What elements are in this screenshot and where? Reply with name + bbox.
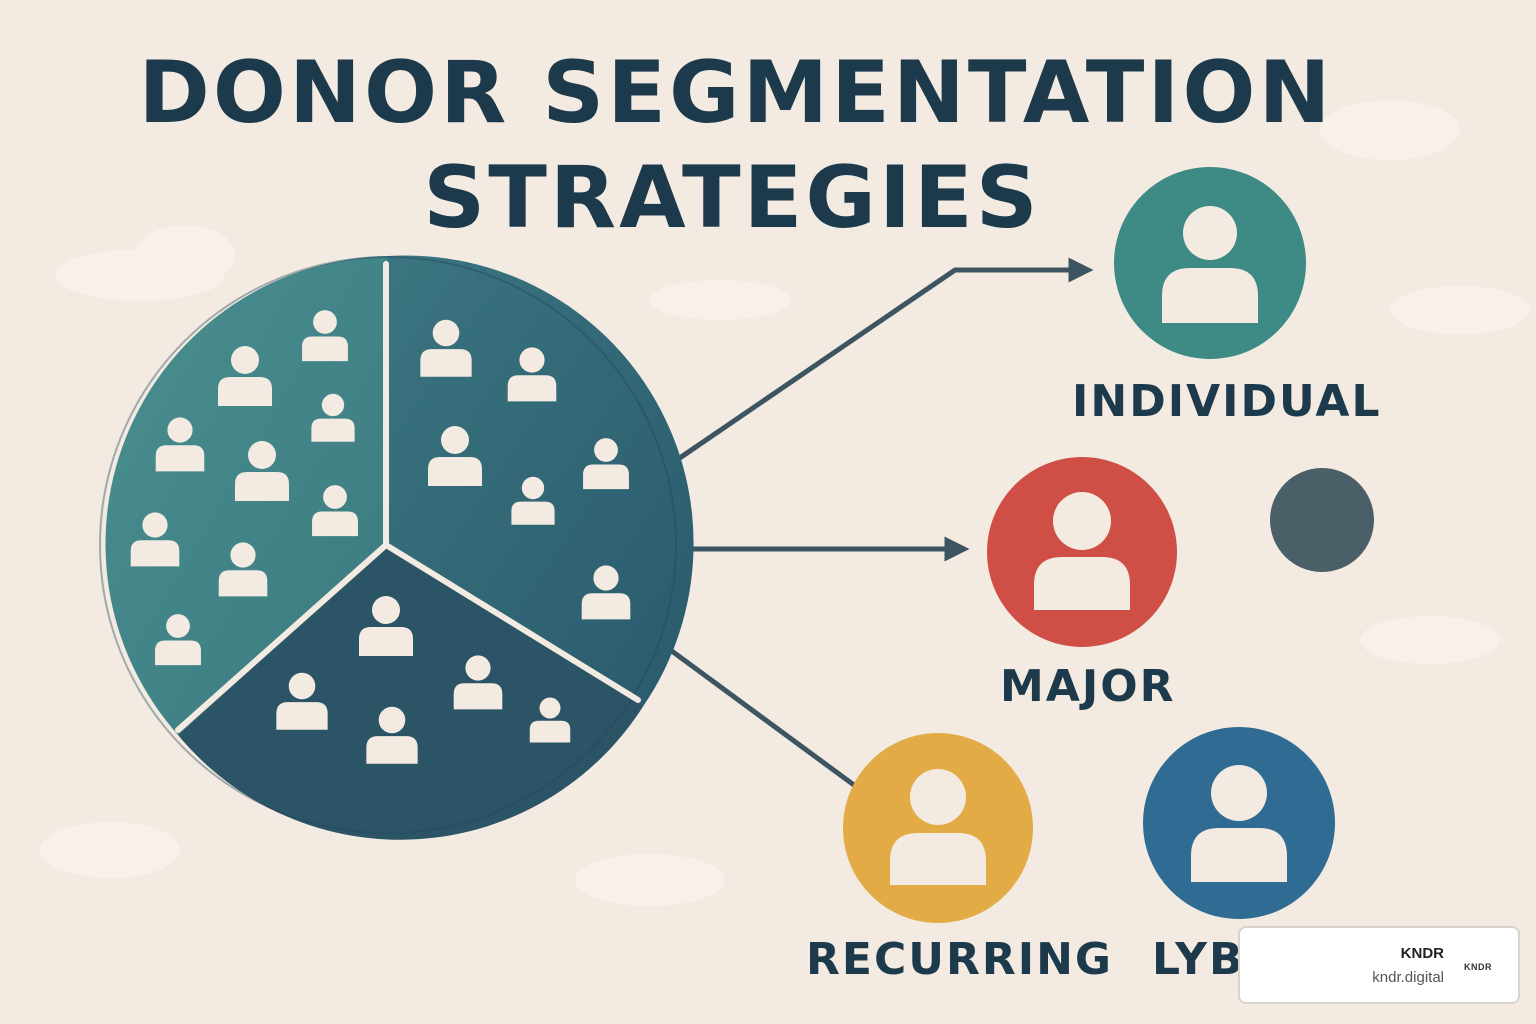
- label-individual: INDIVIDUAL: [1072, 376, 1382, 427]
- arrow-to-recurring: [663, 643, 860, 791]
- person-icon: [1034, 492, 1130, 610]
- segment-individual: [1114, 167, 1306, 359]
- pie-person-icon: [359, 596, 413, 656]
- person-icon: [1162, 206, 1258, 323]
- pie-person-icon: [155, 614, 201, 666]
- pie-slice-bottom: [178, 545, 644, 840]
- title-line-1: DONOR SEGMENTATION: [138, 43, 1334, 143]
- pie-person-icon: [428, 426, 482, 486]
- pie-person-icon: [276, 672, 328, 730]
- segmentation-pie: [99, 255, 694, 840]
- pie-person-icon: [507, 347, 557, 402]
- pie-people: [130, 310, 631, 764]
- segment-lybunt: [1143, 727, 1335, 919]
- lybunt-circle: [1143, 727, 1335, 919]
- badge-url[interactable]: kndr.digital: [1372, 969, 1444, 986]
- pie-person-icon: [218, 542, 268, 597]
- background-clouds: [40, 100, 1530, 906]
- pie-person-icon: [235, 441, 289, 501]
- pie-person-icon: [511, 476, 555, 525]
- pie-dividers: [175, 261, 641, 733]
- person-icon: [890, 769, 986, 885]
- connector-arrows: [663, 257, 1094, 791]
- pie-person-icon: [155, 417, 205, 472]
- pie-person-icon: [366, 706, 418, 764]
- pie-person-icon: [302, 310, 348, 362]
- title-line-2: STRATEGIES: [423, 148, 1041, 248]
- pie-person-icon: [529, 697, 571, 743]
- major-circle: [987, 457, 1177, 647]
- pie-person-icon: [453, 655, 503, 710]
- pie-person-icon: [312, 485, 358, 537]
- badge-name: KNDR: [1400, 945, 1444, 962]
- segment-major: [987, 457, 1177, 647]
- label-major: MAJOR: [1000, 661, 1176, 712]
- pie-person-icon: [420, 319, 472, 377]
- badge-logo: KNDR: [1464, 962, 1492, 972]
- pie-person-icon: [130, 512, 180, 567]
- person-icon: [1191, 765, 1287, 882]
- pie-person-icon: [581, 565, 631, 620]
- arrow-to-individual: [666, 257, 1094, 469]
- segment-recurring: [843, 733, 1033, 923]
- pie-person-icon: [583, 438, 629, 490]
- extra-dot: [1270, 468, 1374, 572]
- brand-badge[interactable]: KNDR kndr.digital KNDR: [1238, 926, 1520, 1004]
- pie-person-icon: [218, 346, 272, 406]
- pie-person-icon: [311, 393, 355, 442]
- label-recurring: RECURRING: [806, 934, 1114, 985]
- recurring-circle: [843, 733, 1033, 923]
